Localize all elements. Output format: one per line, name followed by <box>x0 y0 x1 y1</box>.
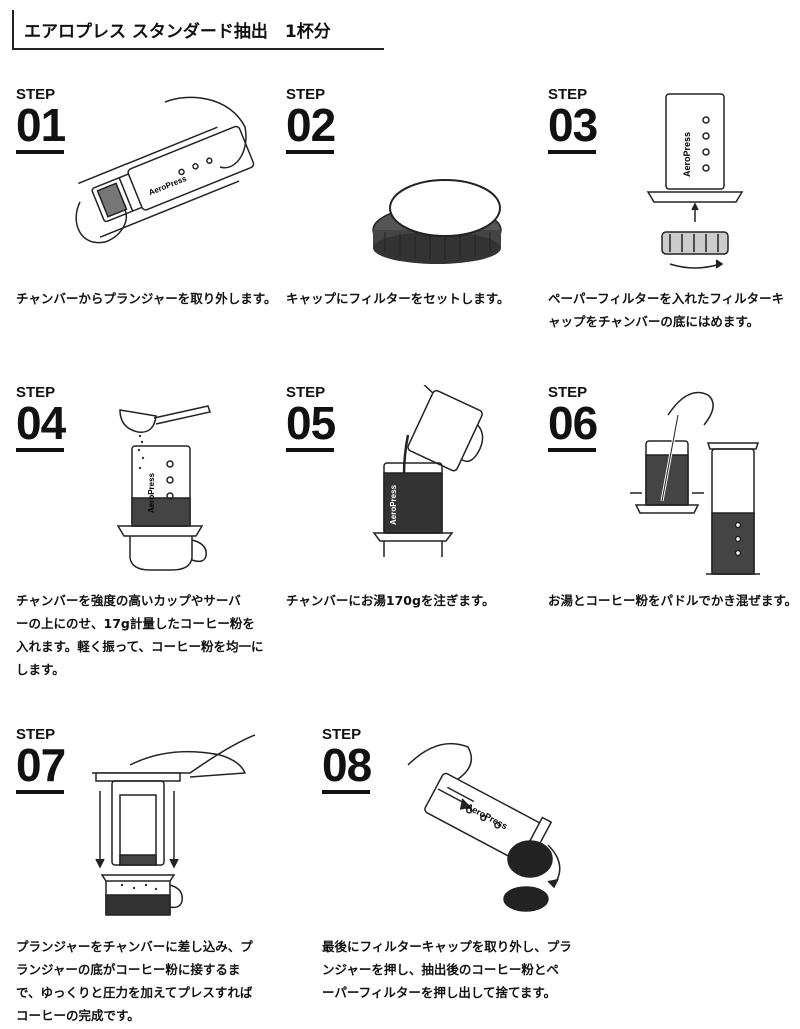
step-07-description: プランジャーをチャンバーに差し込み、プ ランジャーの底がコーヒー粉に接するま で… <box>16 939 253 1023</box>
step-underline <box>286 150 334 154</box>
step-label: STEP <box>322 726 362 743</box>
step-label: STEP <box>286 384 326 401</box>
step-label: STEP <box>286 86 326 103</box>
step-08-description: 最後にフィルターキャップを取り外し、プラ ンジャーを押し、抽出後のコーヒー粉とペ… <box>322 939 572 1000</box>
coffee-scoop-illustration-icon: AeroPress <box>116 405 211 571</box>
svg-text:AeroPress: AeroPress <box>682 132 692 177</box>
step-underline <box>322 790 370 794</box>
hand-press-illustration-icon <box>92 734 256 916</box>
step-02: STEP 02 <box>286 87 541 154</box>
step-label: STEP <box>16 384 56 401</box>
step-label: STEP <box>16 726 56 743</box>
step-06: STEP 06 <box>548 385 800 452</box>
step-number: 02 <box>286 99 336 151</box>
step-number: 04 <box>16 397 66 449</box>
step-number: 08 <box>322 739 372 791</box>
step-01-description: チャンバーからプランジャーを取り外します。 <box>16 291 277 306</box>
step-03: STEP 03 <box>548 87 800 154</box>
step-underline <box>286 448 334 452</box>
step-01: STEP 01 <box>16 87 271 154</box>
cap-eject-illustration-icon: AeroPress <box>407 742 561 912</box>
step-04: STEP 04 <box>16 385 271 452</box>
cap-attach-illustration-icon: AeroPress <box>646 93 744 269</box>
step-number: 03 <box>548 99 598 151</box>
step-number: 07 <box>16 739 66 791</box>
step-number: 01 <box>16 99 66 151</box>
step-05: STEP 05 <box>286 385 541 452</box>
step-06-description: お湯とコーヒー粉をパドルでかき混ぜます。 <box>548 593 798 608</box>
step-02-description: キャップにフィルターをセットします。 <box>286 291 510 306</box>
plunger-removal-illustration-icon: AeroPress <box>75 96 255 244</box>
page-title: エアロプレス スタンダード抽出 1杯分 <box>12 10 384 50</box>
step-underline <box>16 448 64 452</box>
kettle-pour-illustration-icon: AeroPress <box>372 385 484 557</box>
svg-text:AeroPress: AeroPress <box>147 472 156 513</box>
step-03-description: ペーパーフィルターを入れたフィルターキ ャップをチャンバーの底にはめます。 <box>548 291 785 329</box>
step-04-description: チャンバーを強度の高いカップやサーバ ーの上にのせ、17g計量したコーヒー粉を … <box>16 593 264 677</box>
step-underline <box>16 790 64 794</box>
step-07: STEP 07 <box>16 727 271 794</box>
step-label: STEP <box>548 384 588 401</box>
paddle-stir-illustration-icon <box>630 391 760 575</box>
step-underline <box>16 150 64 154</box>
filter-cap-illustration-icon <box>372 179 502 264</box>
step-number: 06 <box>548 397 598 449</box>
step-05-description: チャンバーにお湯170gを注ぎます。 <box>286 593 495 608</box>
step-label: STEP <box>16 86 56 103</box>
step-underline <box>548 448 596 452</box>
svg-text:AeroPress: AeroPress <box>389 484 398 525</box>
step-number: 05 <box>286 397 336 449</box>
step-label: STEP <box>548 86 588 103</box>
step-08: STEP 08 <box>322 727 577 794</box>
step-underline <box>548 150 596 154</box>
